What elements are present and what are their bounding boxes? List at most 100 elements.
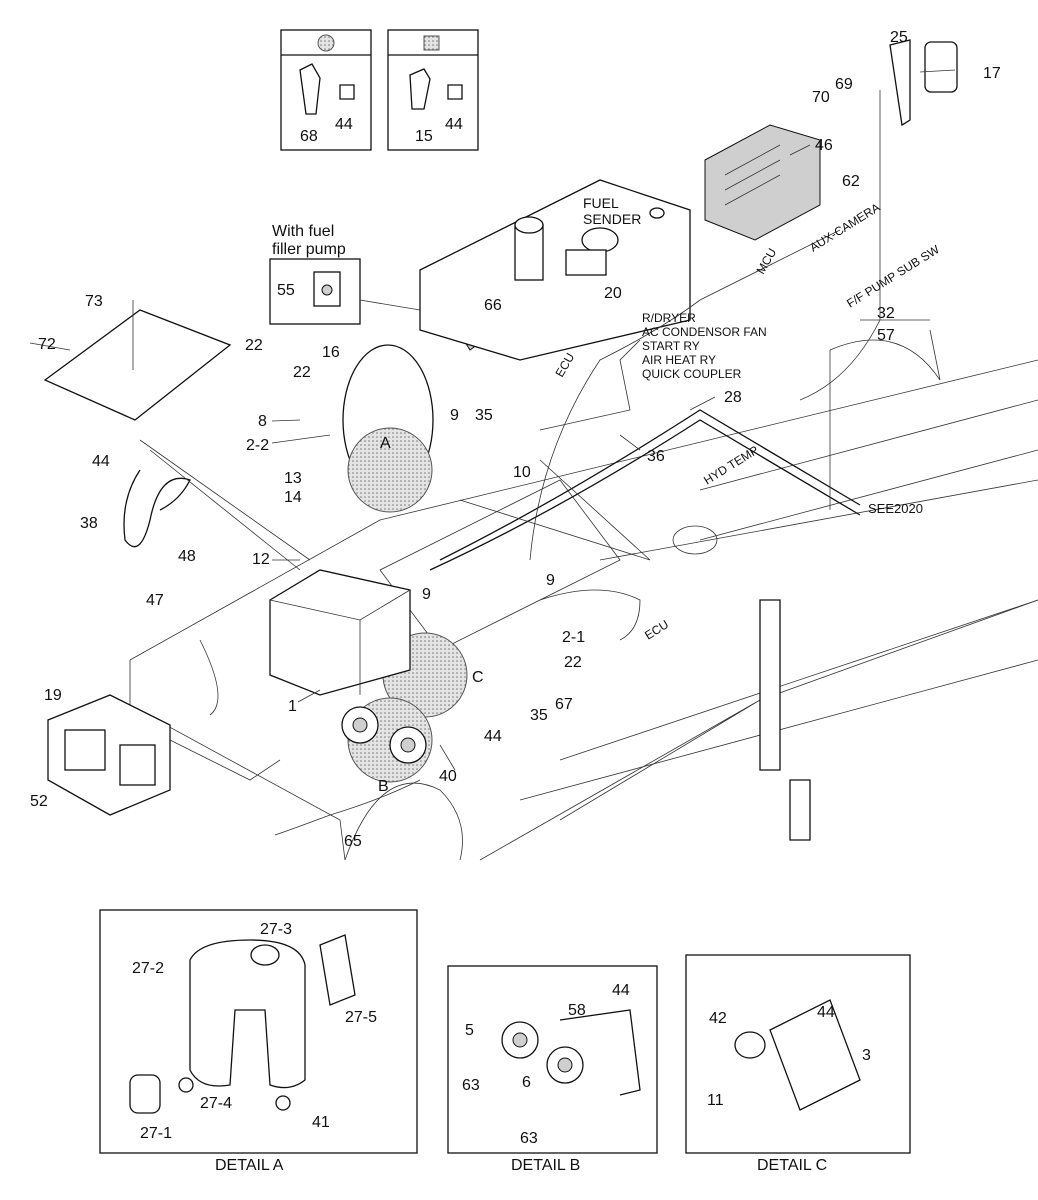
part-callout: A <box>380 435 391 452</box>
part-callout: 36 <box>647 448 665 465</box>
part-callout: 1 <box>288 698 297 715</box>
connector-label: F/F PUMP SUB SW <box>844 242 942 311</box>
inset-square-callout: 44 <box>445 116 463 133</box>
part-callout: 22 <box>245 337 263 354</box>
part-callout: 9 <box>546 572 555 589</box>
part-callout: 38 <box>80 515 98 532</box>
inset-round-callout: 44 <box>335 116 353 133</box>
inset-round-clip <box>280 29 372 151</box>
part-callout: C <box>472 669 484 686</box>
detail-callout: 5 <box>465 1022 474 1039</box>
part-callout: 35 <box>475 407 493 424</box>
connector-label: AC CONDENSOR FAN <box>642 325 767 339</box>
fuel-filler-pump-label: With fuel <box>272 223 334 240</box>
inset-round-callout: 68 <box>300 128 318 145</box>
part-callout: 52 <box>30 793 48 810</box>
part-callout: 67 <box>555 696 573 713</box>
detail-a-box <box>99 909 418 1154</box>
ecu-module <box>704 124 821 241</box>
fuel-filler-pump-label: filler pump <box>272 241 346 258</box>
work-lamp <box>47 694 171 816</box>
leader-lines <box>29 69 956 771</box>
part-callout: 40 <box>439 768 457 785</box>
inset-square-callout: 15 <box>415 128 433 145</box>
detail-callout: 6 <box>522 1074 531 1091</box>
round-marker-icon <box>317 34 335 52</box>
connector-label: AUX-CAMERA <box>807 200 882 254</box>
detail-caption: DETAIL A <box>215 1157 284 1174</box>
part-callout: 28 <box>724 389 742 406</box>
connector-label: MCU <box>753 246 779 277</box>
part-callout: 35 <box>530 707 548 724</box>
part-callout: 48 <box>178 548 196 565</box>
wiring-harness <box>139 90 941 836</box>
part-callout: 57 <box>877 327 895 344</box>
inset-square-clip <box>387 29 479 151</box>
part-callout: 12 <box>252 551 270 568</box>
part-callout: 69 <box>835 76 853 93</box>
detail-callout: 3 <box>862 1047 871 1064</box>
part-callout: 22 <box>564 654 582 671</box>
machine-frame <box>119 359 1038 861</box>
detail-callout: 44 <box>612 982 630 999</box>
part-callout: 66 <box>484 297 502 314</box>
part-callout: 44 <box>92 453 110 470</box>
detail-callout: 44 <box>817 1004 835 1021</box>
detail-caption: DETAIL C <box>757 1157 827 1174</box>
part-callout: 70 <box>812 89 830 106</box>
detail-callout: 58 <box>568 1002 586 1019</box>
part-callout: 46 <box>815 137 833 154</box>
detail-callout: 27-2 <box>132 960 164 977</box>
connector-label: R/DRYER <box>642 311 696 325</box>
part-callout: B <box>378 778 389 795</box>
connector-label: ECU <box>642 617 671 642</box>
connector-label: QUICK COUPLER <box>642 367 742 381</box>
part-callout: 62 <box>842 173 860 190</box>
battery <box>269 569 411 696</box>
part-callout: 72 <box>38 336 56 353</box>
detail-callout: 63 <box>520 1130 538 1147</box>
detail-callout: 63 <box>462 1077 480 1094</box>
fuel-tank <box>419 179 691 361</box>
detail-b-box <box>447 965 658 1154</box>
detail-callout: 27-4 <box>200 1095 232 1112</box>
detail-a-marker <box>347 427 433 513</box>
detail-callout: 27-1 <box>140 1125 172 1142</box>
floor-mat <box>43 309 232 421</box>
battery-cable <box>123 469 191 548</box>
part-callout: 25 <box>890 29 908 46</box>
square-marker-icon <box>423 35 440 51</box>
detail-callout: 42 <box>709 1010 727 1027</box>
part-callout: 10 <box>513 464 531 481</box>
part-callout: 22 <box>293 364 311 381</box>
part-callout: 9 <box>422 586 431 603</box>
part-callout: 2-2 <box>246 437 269 454</box>
connector-label: AIR HEAT RY <box>642 353 716 367</box>
fuel-filler-pump-callout: 55 <box>277 282 295 299</box>
fuel-sender-label: SENDER <box>583 211 641 227</box>
detail-callout: 27-5 <box>345 1009 377 1026</box>
part-callout: 65 <box>344 833 362 850</box>
part-callout: 32 <box>877 305 895 322</box>
connector-label: START RY <box>642 339 700 353</box>
detail-caption: DETAIL B <box>511 1157 580 1174</box>
part-callout: 14 <box>284 489 302 506</box>
part-callout: 13 <box>284 470 302 487</box>
connector-label: ECU <box>552 351 577 380</box>
part-callout: 2-1 <box>562 629 585 646</box>
detail-c-box <box>685 954 911 1154</box>
part-callout: 20 <box>604 285 622 302</box>
see-reference-label: SEE2020 <box>868 501 923 516</box>
part-callout: 16 <box>322 344 340 361</box>
part-callout: 47 <box>146 592 164 609</box>
part-callout: 73 <box>85 293 103 310</box>
detail-callout: 27-3 <box>260 921 292 938</box>
part-callout: 9 <box>450 407 459 424</box>
part-callout: 44 <box>484 728 502 745</box>
part-callout: 17 <box>983 65 1001 82</box>
fuel-sender-label: FUEL <box>583 195 619 211</box>
connector-label: HYD TEMP <box>701 443 761 488</box>
beacon-lamp <box>889 39 958 127</box>
